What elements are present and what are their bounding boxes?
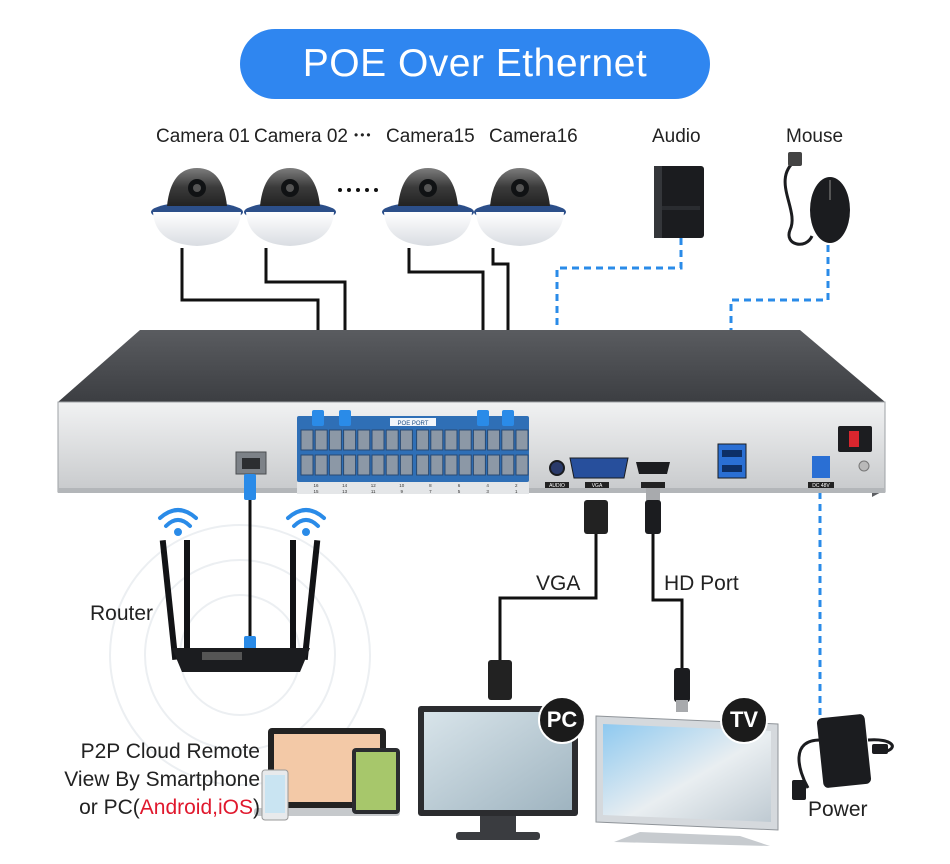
poe-socket	[416, 429, 430, 451]
poe-socket	[501, 454, 515, 476]
poe-port-number-top: 14	[342, 483, 348, 488]
poe-port-label: POE PORT	[398, 421, 429, 427]
p2p-line-3: or PC(Android,iOS)	[60, 794, 260, 822]
poe-port-number-top: 16	[313, 483, 319, 488]
poe-socket	[385, 429, 399, 451]
poe-socket	[444, 429, 458, 451]
p2p-line-3-suffix: )	[253, 796, 260, 819]
poe-socket	[314, 454, 328, 476]
poe-socket	[343, 454, 357, 476]
tv-badge: TV	[720, 696, 768, 744]
poe-socket	[430, 429, 444, 451]
poe-socket	[328, 454, 342, 476]
mouse-label: Mouse	[786, 126, 844, 147]
poe-port-number-top: 6	[458, 483, 461, 488]
poe-socket	[515, 454, 529, 476]
power-label: Power	[808, 798, 868, 821]
poe-port-number-bottom: 9	[401, 489, 404, 494]
p2p-platforms: Android,iOS	[139, 796, 253, 819]
mouse-icon	[783, 152, 850, 246]
dashed-cables	[555, 238, 830, 720]
poe-port-number-top: 2	[515, 483, 518, 488]
poe-connectors	[312, 410, 514, 426]
hdmi-cable	[645, 488, 690, 712]
poe-socket	[487, 454, 501, 476]
poe-port-number-bottom: 7	[429, 489, 432, 494]
camera-label-01: Camera 01	[156, 126, 250, 147]
poe-port-numbers: 16 14 12 10 8 6 4 2 15 13 11 9 7 5 3 1	[313, 483, 517, 494]
poe-socket	[300, 429, 314, 451]
audio-port-label: AUDIO	[549, 483, 565, 489]
poe-port-number-bottom: 13	[342, 489, 348, 494]
poe-socket	[385, 454, 399, 476]
router-label: Router	[90, 602, 154, 625]
wifi-icons	[158, 508, 326, 536]
poe-port-number-bottom: 5	[458, 489, 461, 494]
hd-port-label: HD Port	[664, 572, 739, 595]
poe-socket	[399, 429, 413, 451]
camera-label-16: Camera16	[489, 126, 578, 147]
p2p-remote-text: P2P Cloud Remote View By Smartphone or P…	[60, 738, 260, 822]
tv-icon	[595, 715, 779, 846]
poe-socket	[357, 429, 371, 451]
p2p-line-3-prefix: or PC(	[79, 796, 140, 819]
poe-socket	[357, 454, 371, 476]
nvr-recorder: POE PORT 16 14 12 10 8 6 4 2 15 13 11 9 7 5 3 1 AUDIO V…	[57, 330, 886, 497]
speaker-icon	[654, 166, 704, 238]
poe-socket	[430, 454, 444, 476]
camera-label-02: Camera 02	[254, 126, 348, 147]
audio-label: Audio	[652, 126, 701, 147]
poe-port-grid	[300, 429, 529, 476]
poe-socket	[458, 429, 472, 451]
poe-socket	[487, 429, 501, 451]
poe-socket	[328, 429, 342, 451]
poe-port-number-bottom: 1	[515, 489, 518, 494]
poe-port-number-top: 10	[399, 483, 405, 488]
camera-label-15: Camera15	[386, 126, 475, 147]
poe-socket	[472, 454, 486, 476]
poe-socket	[371, 454, 385, 476]
router-cable	[244, 474, 256, 654]
poe-port-number-top: 8	[429, 483, 432, 488]
pc-badge: PC	[538, 696, 586, 744]
p2p-line-2: View By Smartphone	[64, 768, 260, 791]
camera-label-ellipsis: •••	[354, 128, 373, 142]
camera-01-icon	[151, 168, 243, 246]
remote-devices-icon	[254, 728, 400, 821]
diagram-title: POE Over Ethernet	[240, 29, 710, 99]
vga-cable	[488, 500, 608, 700]
poe-socket	[501, 429, 515, 451]
power-port-label: DC 48V	[812, 483, 830, 489]
poe-socket	[472, 429, 486, 451]
camera-dots	[338, 188, 378, 192]
poe-port-number-bottom: 11	[371, 489, 376, 494]
mouse-cable	[729, 245, 830, 445]
poe-port-number-bottom: 3	[486, 489, 489, 494]
poe-socket	[371, 429, 385, 451]
poe-socket	[444, 454, 458, 476]
power-adapter-icon	[792, 714, 894, 800]
poe-socket	[343, 429, 357, 451]
poe-port-number-bottom: 15	[313, 489, 319, 494]
poe-socket	[314, 429, 328, 451]
vga-port-label: VGA	[592, 483, 603, 489]
poe-socket	[300, 454, 314, 476]
p2p-line-1: P2P Cloud Remote	[80, 740, 260, 763]
pc-monitor-icon	[418, 706, 578, 840]
audio-cable	[555, 238, 683, 455]
poe-socket	[458, 454, 472, 476]
camera-16-icon	[474, 168, 566, 246]
poe-socket	[416, 454, 430, 476]
router-icon	[159, 540, 321, 672]
poe-port-number-top: 12	[371, 483, 377, 488]
camera-group	[151, 168, 566, 246]
camera-15-icon	[382, 168, 474, 246]
camera-02-icon	[244, 168, 336, 246]
vga-label: VGA	[536, 572, 581, 595]
poe-socket	[515, 429, 529, 451]
poe-port-number-top: 4	[486, 483, 489, 488]
poe-socket	[399, 454, 413, 476]
